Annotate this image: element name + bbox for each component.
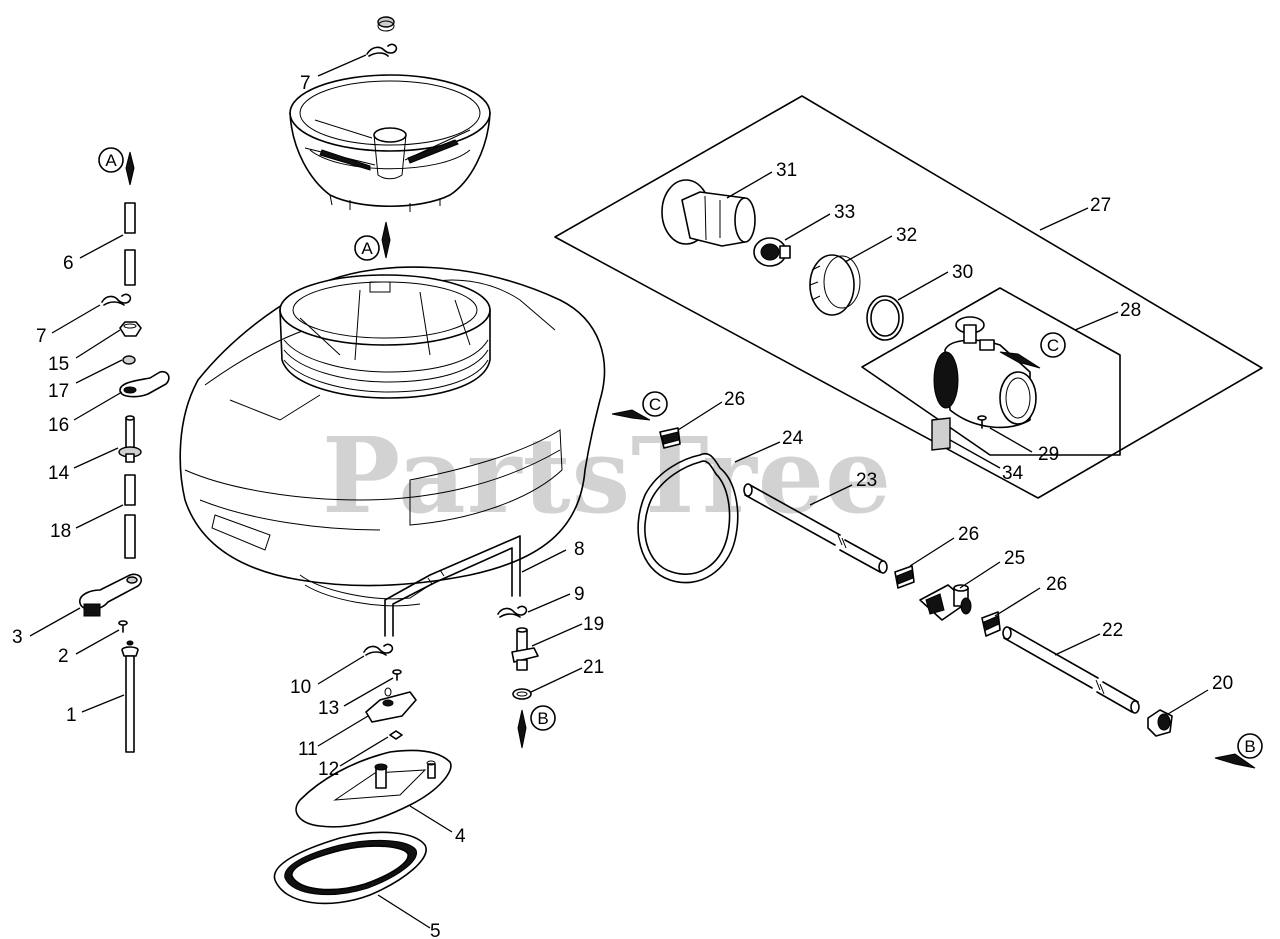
callout-10: 10 bbox=[290, 677, 311, 698]
callout-4: 4 bbox=[455, 826, 466, 847]
strainer-basket bbox=[289, 16, 491, 212]
callout-7: 7 bbox=[300, 73, 311, 94]
callout-14: 14 bbox=[48, 463, 70, 484]
callout-3: 3 bbox=[12, 627, 23, 648]
callout-8: 8 bbox=[574, 539, 585, 560]
svg-text:C: C bbox=[649, 395, 661, 414]
nut-32 bbox=[809, 254, 861, 316]
svg-text:C: C bbox=[1047, 336, 1059, 355]
callout-1: 1 bbox=[66, 705, 77, 726]
hose-right-assembly bbox=[637, 427, 1173, 737]
hose-clamp-top bbox=[366, 43, 398, 57]
callouts: 7 6 7 15 17 16 14 18 3 2 1 10 13 11 12 4… bbox=[12, 73, 1233, 939]
left-assembly bbox=[79, 202, 170, 753]
callout-6: 6 bbox=[63, 253, 74, 274]
callout-32: 32 bbox=[896, 225, 917, 246]
callout-26: 26 bbox=[1046, 574, 1067, 595]
callout-24: 24 bbox=[782, 428, 804, 449]
callout-12: 12 bbox=[318, 759, 339, 780]
callout-25: 25 bbox=[1004, 548, 1025, 569]
flange-31 bbox=[661, 179, 756, 247]
connector-ref-a-top: A bbox=[98, 147, 124, 173]
callout-7: 7 bbox=[36, 326, 47, 347]
callout-33: 33 bbox=[834, 202, 855, 223]
callout-5: 5 bbox=[430, 921, 441, 939]
callout-27: 27 bbox=[1090, 195, 1111, 216]
valve-28 bbox=[933, 316, 1037, 429]
svg-text:A: A bbox=[105, 151, 117, 170]
callout-20: 20 bbox=[1212, 673, 1233, 694]
hose-8 bbox=[384, 535, 521, 637]
callout-26: 26 bbox=[724, 389, 745, 410]
callout-28: 28 bbox=[1120, 300, 1141, 321]
callout-13: 13 bbox=[318, 698, 339, 719]
svg-text:B: B bbox=[1244, 737, 1255, 756]
callout-26: 26 bbox=[958, 524, 979, 545]
leader-lines bbox=[29, 54, 1209, 929]
callout-16: 16 bbox=[48, 415, 69, 436]
fitting-33 bbox=[753, 237, 791, 267]
callout-30: 30 bbox=[952, 262, 973, 283]
valve-kit-frame bbox=[554, 95, 1263, 499]
screw-29 bbox=[977, 415, 987, 429]
callout-2: 2 bbox=[58, 646, 69, 667]
callout-21: 21 bbox=[583, 657, 604, 678]
callout-29: 29 bbox=[1038, 444, 1059, 465]
bottom-assembly bbox=[273, 643, 452, 905]
fitting-group bbox=[497, 605, 539, 700]
connector-ref-c-valve: C bbox=[1040, 332, 1066, 358]
callout-31: 31 bbox=[776, 160, 797, 181]
callout-34: 34 bbox=[1002, 463, 1024, 484]
connector-arrows bbox=[125, 151, 1256, 769]
callout-19: 19 bbox=[583, 614, 604, 635]
callout-17: 17 bbox=[48, 381, 69, 402]
callout-15: 15 bbox=[48, 354, 69, 375]
callout-11: 11 bbox=[298, 739, 318, 760]
connector-ref-b-bottom: B bbox=[530, 705, 556, 731]
callout-23: 23 bbox=[856, 470, 877, 491]
svg-text:B: B bbox=[537, 709, 548, 728]
connector-ref-c-mid: C bbox=[642, 391, 668, 417]
oring-30 bbox=[866, 295, 904, 341]
svg-text:A: A bbox=[361, 239, 373, 258]
tank-body bbox=[179, 266, 606, 607]
label-34 bbox=[931, 417, 951, 451]
callout-22: 22 bbox=[1102, 620, 1123, 641]
connector-ref-b-right: B bbox=[1237, 733, 1263, 759]
watermark: PartsTree bbox=[322, 414, 892, 537]
callout-9: 9 bbox=[574, 584, 585, 605]
connector-ref-a-tank: A bbox=[354, 235, 380, 261]
callout-18: 18 bbox=[50, 521, 71, 542]
